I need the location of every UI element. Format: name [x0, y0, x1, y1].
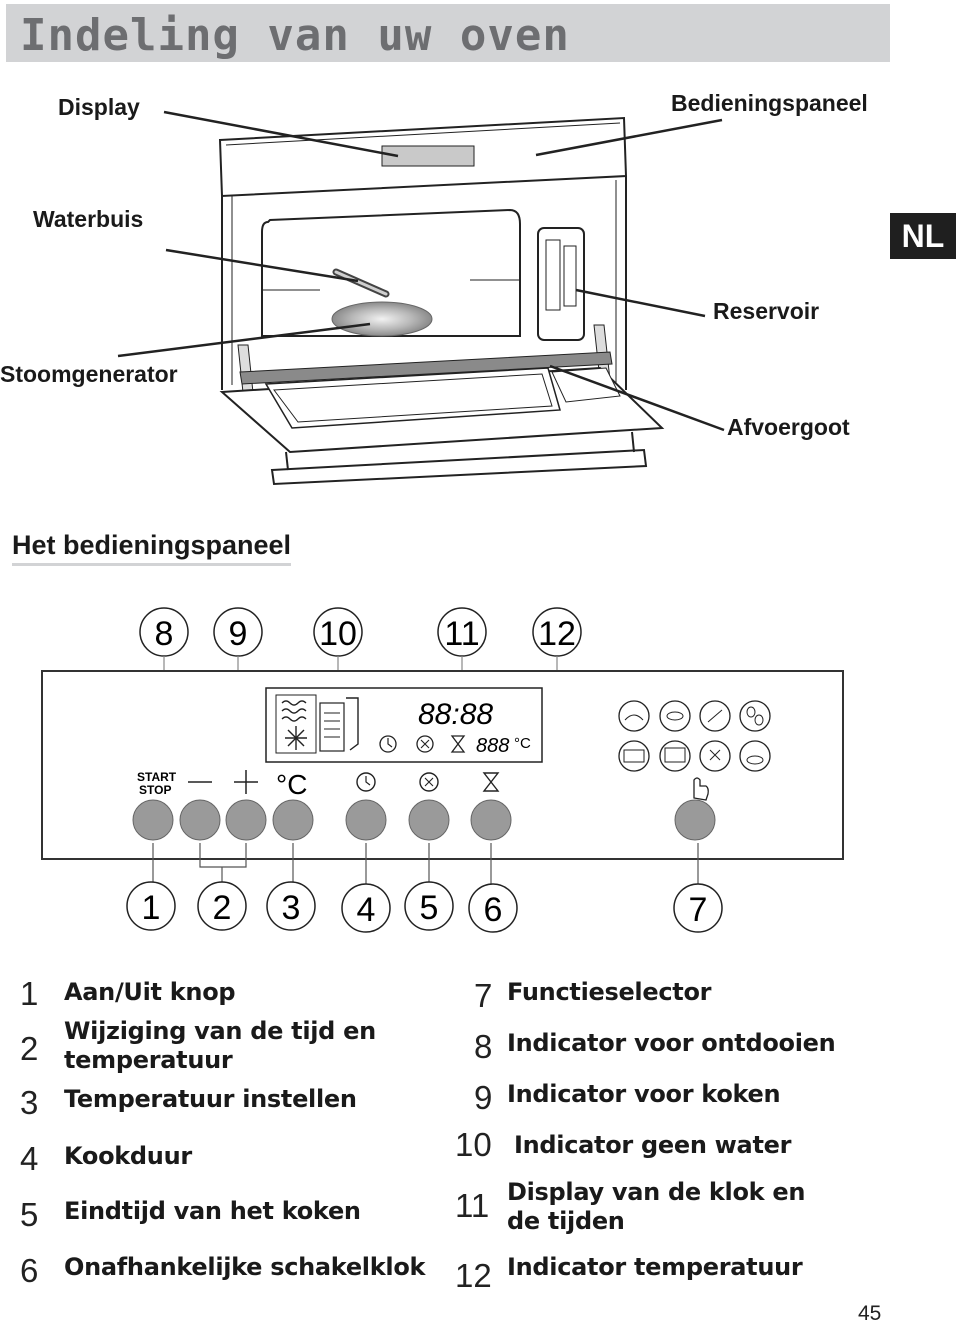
legend-text-4: Kookduur	[64, 1142, 192, 1170]
duration-icon	[379, 735, 397, 753]
plus-button[interactable]	[225, 799, 267, 841]
legend-text-2: Wijziging van de tijd en temperatuur	[64, 1017, 376, 1074]
legend-text-5: Eindtijd van het koken	[64, 1197, 361, 1225]
function-icon-4	[739, 700, 771, 732]
callout-1	[126, 881, 176, 931]
legend-text-6: Onafhankelijke schakelklok	[64, 1253, 426, 1281]
legend-num-2: 2	[20, 1030, 39, 1067]
start-stop-button[interactable]	[132, 799, 174, 841]
language-badge: NL	[890, 213, 956, 259]
callout-4-label: 4	[357, 891, 376, 929]
label-reservoir: Reservoir	[713, 298, 820, 324]
function-icon-2	[659, 700, 691, 732]
legend-text-8: Indicator voor ontdooien	[507, 1029, 836, 1057]
legend-text-11: Display van de klok en de tijden	[507, 1178, 806, 1235]
legend-text-10: Indicator geen water	[514, 1131, 792, 1159]
legend-text-12: Indicator temperatuur	[507, 1253, 803, 1281]
callout-2-label: 2	[213, 889, 232, 927]
page-number: 45	[858, 1302, 882, 1325]
function-icon-1	[618, 700, 650, 732]
steam-generator	[331, 301, 433, 337]
legend-num-7: 7	[474, 977, 493, 1014]
callout-1-label: 1	[142, 889, 161, 927]
callout-12-label: 12	[538, 615, 576, 653]
hand-pointer-icon	[693, 777, 709, 801]
label-steam-generator: Stoomgenerator	[0, 361, 178, 387]
legend-num-8: 8	[474, 1028, 493, 1065]
start-stop-line2: STOP	[139, 783, 171, 797]
callout-5	[404, 881, 454, 931]
callout-11-label: 11	[444, 615, 479, 653]
legend-text-1: Aan/Uit knop	[64, 978, 236, 1006]
end-time-button[interactable]	[408, 799, 450, 841]
duration-button-icon	[356, 772, 376, 792]
legend-num-6: 6	[20, 1252, 39, 1289]
callout-7	[673, 883, 723, 933]
callout-9-label: 9	[229, 615, 248, 653]
legend-num-1: 1	[20, 975, 39, 1012]
start-stop-line1: START	[137, 770, 177, 784]
lcd-unit: °C	[514, 735, 531, 752]
callout-3	[266, 881, 316, 931]
legend-text-7: Functieselector	[507, 978, 712, 1006]
legend-text-9: Indicator voor koken	[507, 1080, 781, 1108]
legend-num-11: 11	[455, 1187, 490, 1224]
legend-num-5: 5	[20, 1196, 39, 1233]
label-drain: Afvoergoot	[727, 414, 850, 440]
snowflake-icon	[285, 726, 307, 750]
label-water-tube: Waterbuis	[33, 206, 144, 232]
timer-button[interactable]	[470, 799, 512, 841]
oven-illustration	[117, 110, 725, 486]
function-icon-5	[618, 740, 650, 772]
function-selector-button[interactable]	[674, 799, 716, 841]
legend-num-4: 4	[20, 1140, 39, 1177]
legend-text-3: Temperatuur instellen	[64, 1085, 357, 1113]
cooking-indicator	[319, 702, 345, 752]
callout-6	[468, 883, 518, 933]
minus-button[interactable]	[179, 799, 221, 841]
callout-8-label: 8	[155, 615, 174, 653]
temperature-button[interactable]	[272, 799, 314, 841]
callout-2	[197, 881, 247, 931]
callout-4	[341, 883, 391, 933]
callout-5-label: 5	[420, 889, 439, 927]
function-icon-7	[699, 740, 731, 772]
oven-display-window	[381, 145, 475, 167]
timer-button-icon	[482, 772, 500, 792]
callout-3-label: 3	[282, 889, 301, 927]
callout-10-label: 10	[319, 615, 357, 653]
legend-num-9: 9	[474, 1079, 493, 1116]
drain-channel	[239, 351, 613, 385]
page-title: Indeling van uw oven	[20, 10, 570, 61]
callout-6-label: 6	[484, 891, 503, 929]
title-bar: Indeling van uw oven	[6, 4, 890, 62]
legend-num-12: 12	[455, 1257, 492, 1294]
section-heading: Het bedieningspaneel	[12, 530, 292, 566]
callout-7-label: 7	[689, 891, 708, 929]
end-time-icon	[416, 735, 434, 753]
end-time-button-icon	[419, 772, 439, 792]
degree-icon: °C	[276, 769, 307, 800]
duration-button[interactable]	[345, 799, 387, 841]
lcd-temperature: 888	[476, 735, 509, 757]
door-handle	[270, 448, 648, 486]
label-control-panel: Bedieningspaneel	[671, 90, 868, 116]
timer-icon	[450, 735, 466, 753]
lcd-clock: 88:88	[418, 698, 493, 731]
control-panel-diagram: 8 9 10 11 12 88:88 888 °C START STOP °C	[41, 607, 844, 933]
no-water-indicator	[346, 697, 359, 751]
label-display: Display	[58, 94, 140, 120]
legend-num-3: 3	[20, 1084, 39, 1121]
legend-num-10: 10	[455, 1126, 492, 1163]
